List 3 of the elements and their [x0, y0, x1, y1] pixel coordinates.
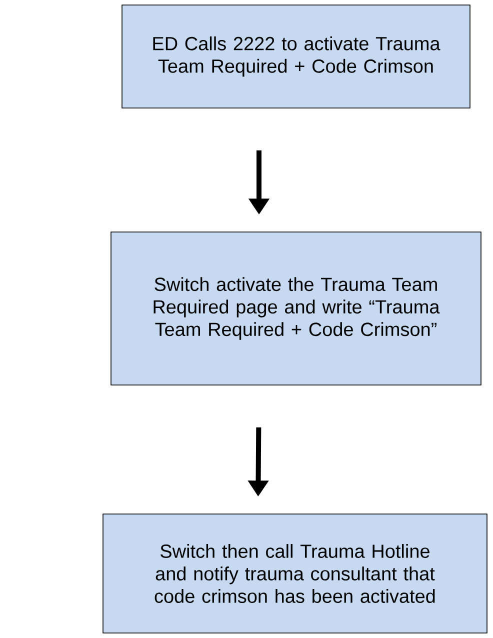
process-box: Switch then call Trauma Hotline and notify trauma consultant that code crimson has been activated [102, 514, 488, 634]
process-box: ED Calls 2222 to activate Trauma Team Required + Code Crimson [122, 4, 470, 108]
process-box: Switch activate the Trauma Team Required page and write “Trauma Team Required + Code Crimson” [110, 232, 482, 386]
